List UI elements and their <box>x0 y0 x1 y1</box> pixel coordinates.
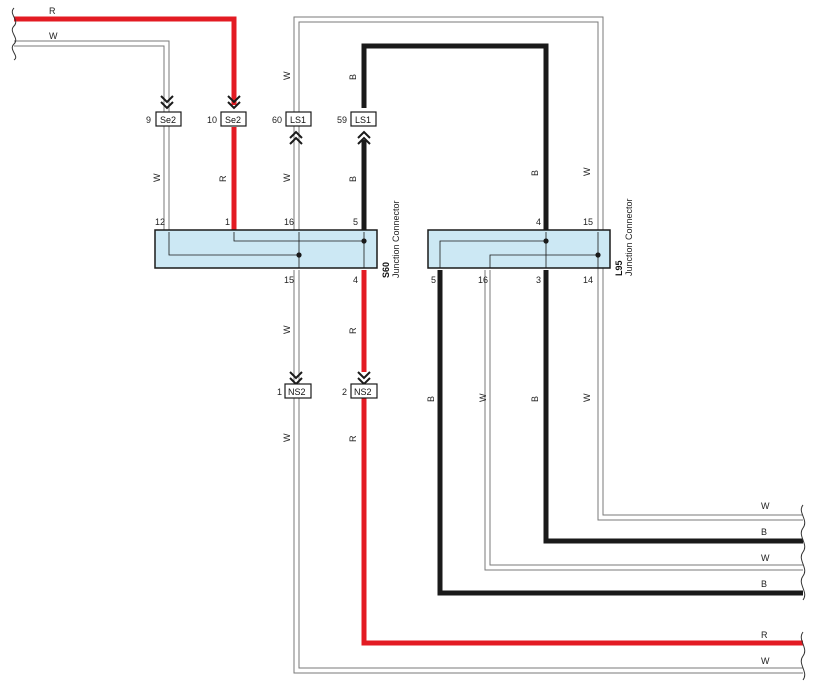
connector-se2-10-name: Se2 <box>225 115 241 125</box>
label-top-r: R <box>49 6 56 16</box>
black-wires <box>361 43 803 596</box>
wire-r-ns2-to-right <box>361 398 803 646</box>
l95-description: Junction Connector <box>624 198 634 276</box>
wire-w-l95-16-down <box>484 270 803 571</box>
label-b-l95-3: B <box>530 396 540 402</box>
label-w-l95-15: W <box>582 167 592 176</box>
wire-b-l95-5-right <box>437 270 803 596</box>
label-b-ls1-59: B <box>348 176 358 182</box>
junction-s60: S60 Junction Connector <box>154 200 401 278</box>
label-r-se2-10: R <box>218 175 228 182</box>
l95-pin-3: 3 <box>536 275 541 285</box>
connector-ns2-1: NS2 1 <box>277 371 312 399</box>
label-right-w2: W <box>761 553 770 563</box>
connector-se2-9: Se2 9 <box>146 95 182 127</box>
connector-ls1-59-name: LS1 <box>355 115 371 125</box>
connector-se2-10: Se2 10 <box>207 95 247 127</box>
connector-ns2-2: NS2 2 <box>342 371 378 399</box>
label-w-ls1-60: W <box>282 173 292 182</box>
l95-pin-5: 5 <box>431 275 436 285</box>
junction-l95: L95 Junction Connector <box>427 198 634 276</box>
wire-w-s60-15-down <box>293 270 803 674</box>
s60-name: S60 <box>381 262 391 278</box>
left-break-mark <box>11 7 17 61</box>
s60-pin-5: 5 <box>353 217 358 227</box>
label-w-s60-15: W <box>282 325 292 334</box>
label-w-ls1-60-top: W <box>282 71 292 80</box>
l95-pin-14: 14 <box>583 275 593 285</box>
label-r-ns2-2: R <box>348 435 358 442</box>
label-w-se2-9: W <box>152 173 162 182</box>
s60-pin-16: 16 <box>284 217 294 227</box>
connector-ns2-1-name: NS2 <box>288 387 306 397</box>
l95-pin-4: 4 <box>536 217 541 227</box>
l95-name: L95 <box>614 260 624 276</box>
wire-labels: R W W B W R W B B W W R W R B W B W W B … <box>49 6 770 666</box>
connector-ns2-1-pin: 1 <box>277 387 282 397</box>
connector-ls1-59-pin: 59 <box>337 115 347 125</box>
label-w-ns2-1: W <box>282 433 292 442</box>
connector-ls1-60: LS1 60 <box>272 111 312 145</box>
label-right-b2: B <box>761 579 767 589</box>
wire-w-top-left <box>14 40 170 232</box>
connector-se2-10-pin: 10 <box>207 115 217 125</box>
l95-pin-16: 16 <box>478 275 488 285</box>
s60-pin-15: 15 <box>284 275 294 285</box>
white-wires <box>14 16 803 674</box>
connector-ls1-59: LS1 59 <box>337 111 377 145</box>
wire-b-top-loop <box>361 43 549 232</box>
label-b-ls1-59-top: B <box>348 74 358 80</box>
connector-ns2-2-name: NS2 <box>354 387 372 397</box>
label-right-w1: W <box>761 501 770 511</box>
label-r-s60-4: R <box>348 327 358 334</box>
s60-pin-numbers: 12 1 16 5 15 4 <box>155 217 358 285</box>
connector-ls1-60-pin: 60 <box>272 115 282 125</box>
connector-ns2-2-pin: 2 <box>342 387 347 397</box>
red-wires <box>14 16 803 646</box>
label-b-l95-5: B <box>426 396 436 402</box>
right-break-mark <box>800 504 806 681</box>
label-top-w: W <box>49 31 58 41</box>
wire-w-outer-loop <box>293 16 803 521</box>
label-right-b1: B <box>761 527 767 537</box>
label-w-l95-16: W <box>478 393 488 402</box>
label-right-w3: W <box>761 656 770 666</box>
label-w-l95-14: W <box>582 393 592 402</box>
connector-se2-9-name: Se2 <box>160 115 176 125</box>
connector-ls1-60-name: LS1 <box>290 115 306 125</box>
connector-se2-9-pin: 9 <box>146 115 151 125</box>
label-right-r: R <box>761 630 768 640</box>
wire-r-top <box>14 16 237 105</box>
s60-pin-1: 1 <box>225 217 230 227</box>
label-b-l95-4: B <box>530 170 540 176</box>
l95-pin-15: 15 <box>583 217 593 227</box>
s60-pin-4: 4 <box>353 275 358 285</box>
l95-pin-numbers: 4 15 5 16 3 14 <box>431 217 593 285</box>
s60-description: Junction Connector <box>391 200 401 278</box>
s60-pin-12: 12 <box>155 217 165 227</box>
wire-b-l95-3-right <box>543 270 803 544</box>
